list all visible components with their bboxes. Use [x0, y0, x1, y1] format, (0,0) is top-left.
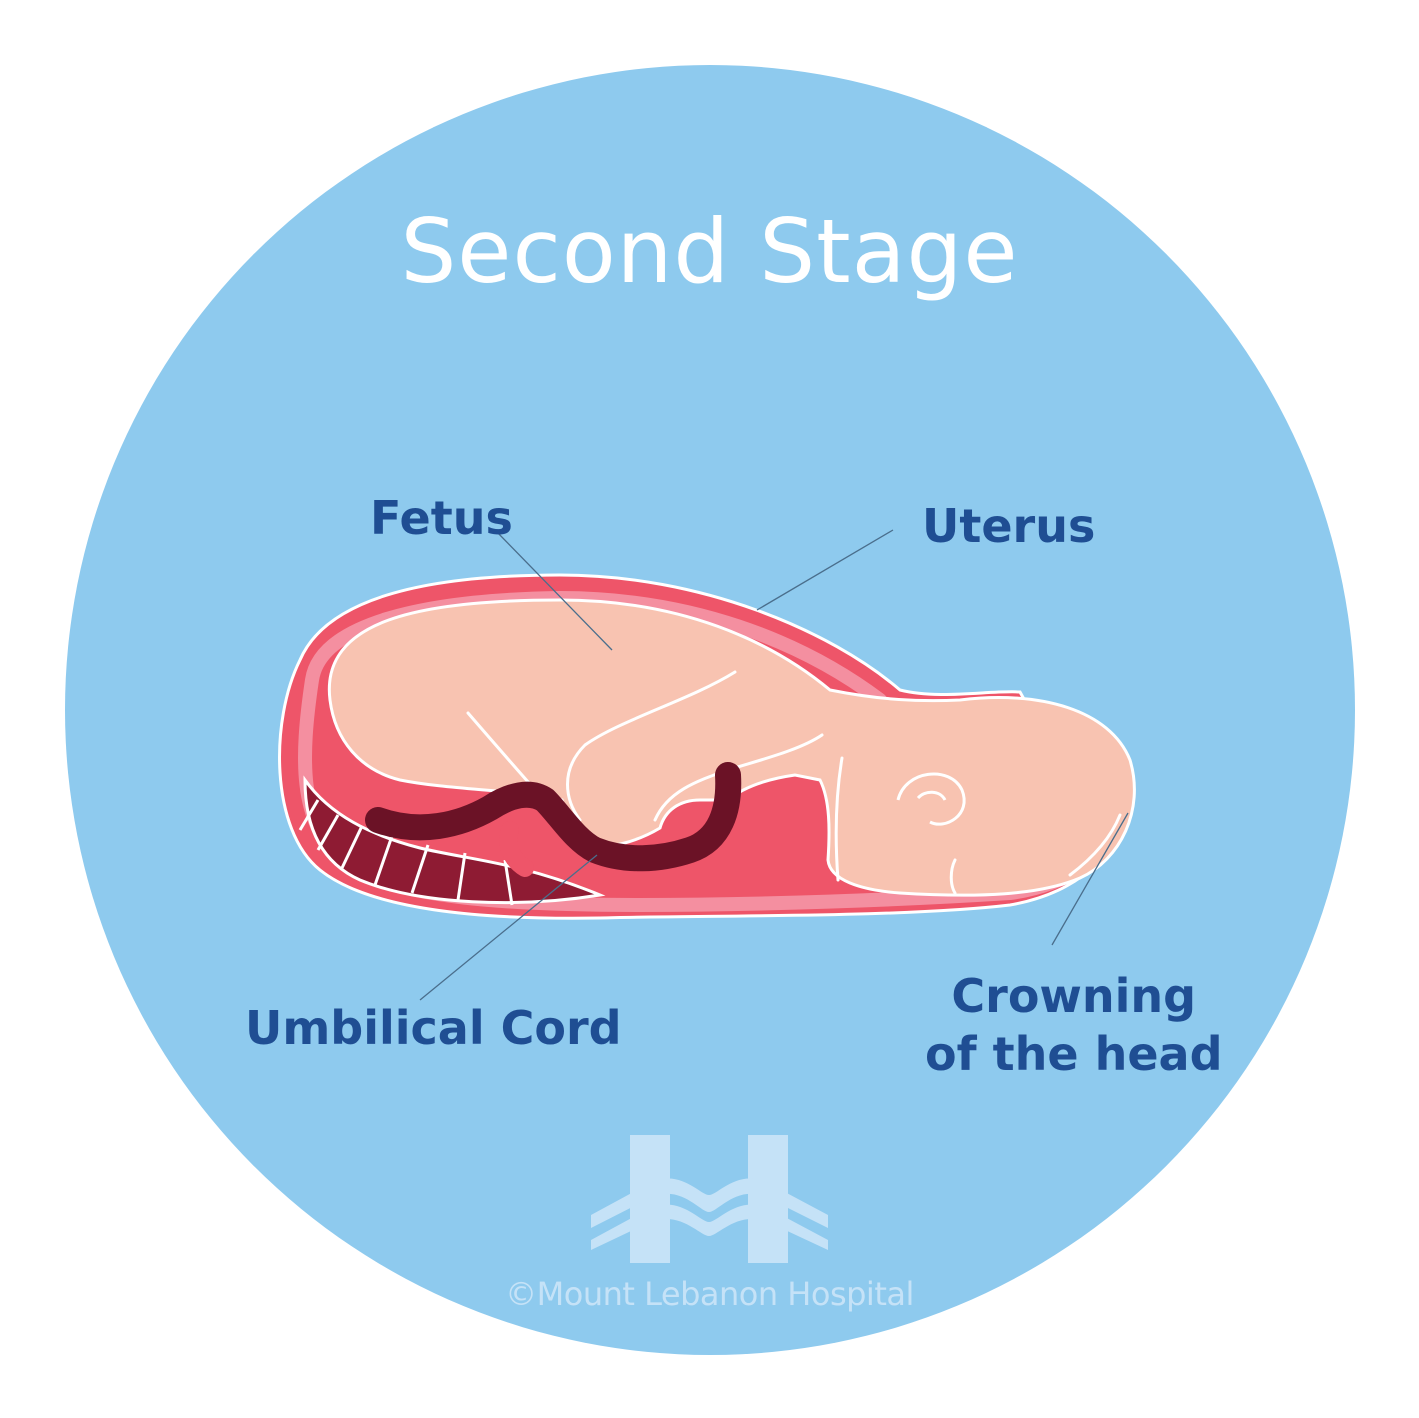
fetus-leader-line — [494, 529, 613, 651]
diagram-title: Second Stage — [400, 200, 1019, 303]
cord-leader-line — [419, 854, 598, 1001]
uterus-leader-line — [756, 529, 894, 611]
crowning-label-line2: of the head — [925, 1026, 1223, 1081]
fetus-ear — [896, 772, 966, 826]
crowning-label: Crowning of the head — [925, 968, 1223, 1083]
copyright-text: ©Mount Lebanon Hospital — [505, 1275, 914, 1313]
umbilical-cord — [365, 762, 742, 877]
leader-lines — [419, 529, 1129, 1001]
crowning-leader-line — [1051, 812, 1129, 946]
crowning-label-line1: Crowning — [951, 969, 1197, 1023]
fetus-label: Fetus — [370, 491, 513, 545]
hospital-h-logo-icon — [591, 1135, 828, 1263]
umbilical-cord-label: Umbilical Cord — [245, 1001, 622, 1055]
uterus-label: Uterus — [922, 499, 1096, 553]
